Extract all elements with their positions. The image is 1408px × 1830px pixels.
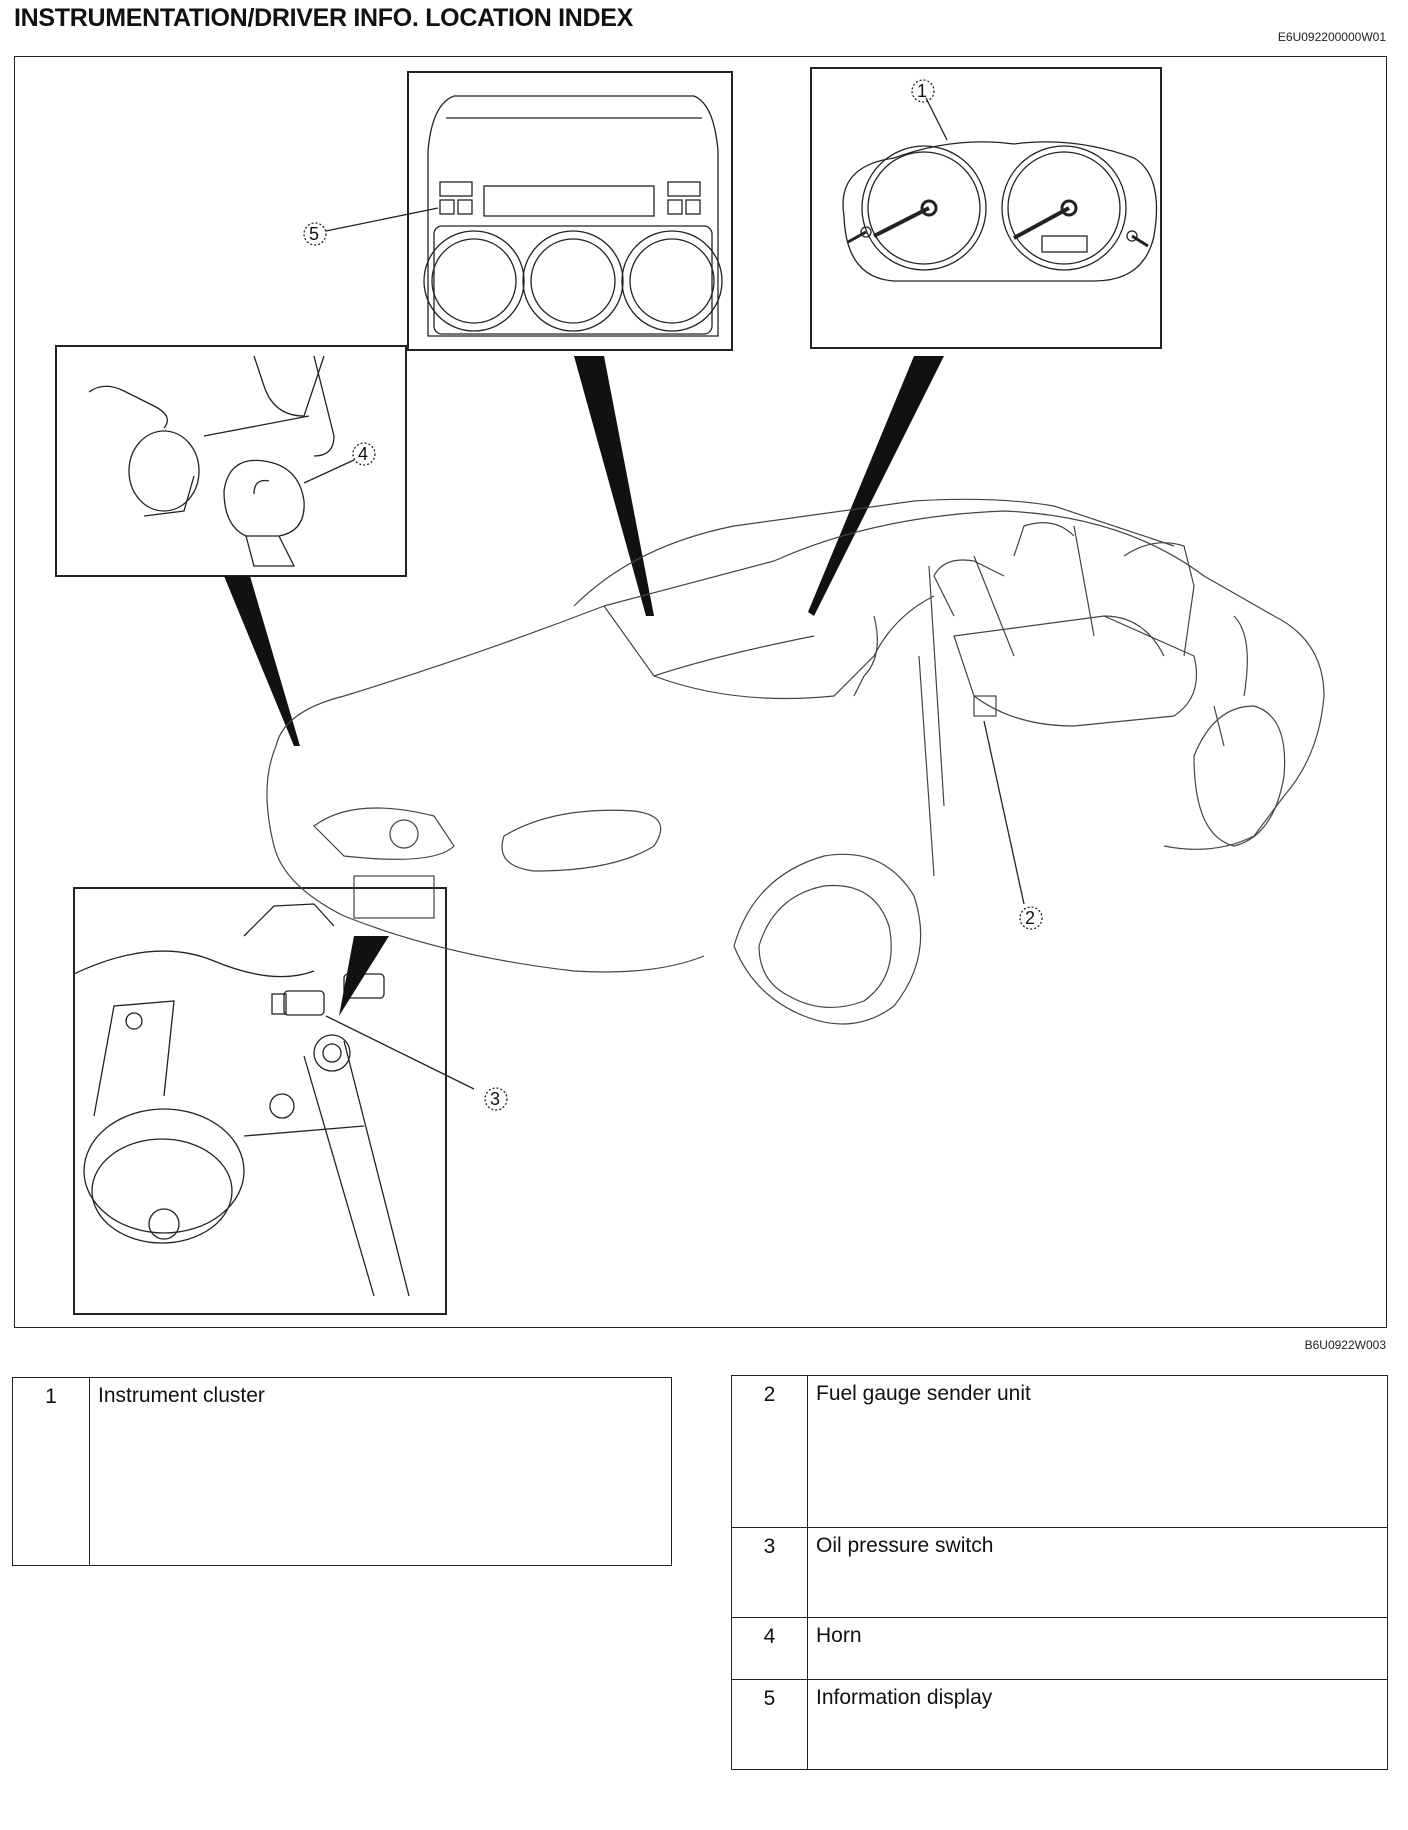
instrument-cluster-inset — [810, 67, 1162, 349]
item-label: Oil pressure switch — [807, 1527, 1388, 1618]
callout-4: 4 — [352, 442, 376, 466]
table-row: 1 Instrument cluster — [12, 1377, 672, 1566]
item-label: Horn — [807, 1617, 1388, 1680]
callout-2: 2 — [1019, 906, 1043, 930]
location-illustration: 1 2 3 4 5 — [55, 67, 1325, 1315]
item-number: 2 — [731, 1375, 808, 1528]
page-title: INSTRUMENTATION/DRIVER INFO. LOCATION IN… — [14, 4, 634, 32]
item-number: 3 — [731, 1527, 808, 1618]
table-row: 5 Information display — [731, 1679, 1388, 1770]
car-outline — [266, 498, 1325, 1025]
svg-text:5: 5 — [309, 224, 319, 244]
item-label: Information display — [807, 1679, 1388, 1770]
item-number: 4 — [731, 1617, 808, 1680]
information-display-inset — [407, 71, 733, 351]
horn-inset — [55, 345, 407, 577]
callout-5: 5 — [303, 222, 327, 246]
item-label: Fuel gauge sender unit — [807, 1375, 1388, 1528]
item-label: Instrument cluster — [89, 1377, 672, 1566]
document-code: E6U092200000W01 — [1277, 30, 1386, 44]
table-row: 2 Fuel gauge sender unit — [731, 1375, 1388, 1528]
legend-table-right: 2 Fuel gauge sender unit 3 Oil pressure … — [731, 1375, 1388, 1770]
item-number: 5 — [731, 1679, 808, 1770]
legend-table-left: 1 Instrument cluster — [12, 1377, 672, 1566]
illustration-frame — [14, 56, 1387, 1328]
callout-1: 1 — [911, 79, 935, 103]
figure-code: B6U0922W003 — [1304, 1338, 1386, 1352]
svg-text:2: 2 — [1025, 908, 1035, 928]
table-row: 4 Horn — [731, 1617, 1388, 1680]
svg-text:3: 3 — [490, 1089, 500, 1109]
svg-text:1: 1 — [917, 81, 927, 101]
table-row: 3 Oil pressure switch — [731, 1527, 1388, 1618]
oil-pressure-switch-inset — [73, 887, 447, 1315]
item-number: 1 — [12, 1377, 90, 1566]
callout-3: 3 — [484, 1087, 508, 1111]
svg-text:4: 4 — [358, 444, 368, 464]
